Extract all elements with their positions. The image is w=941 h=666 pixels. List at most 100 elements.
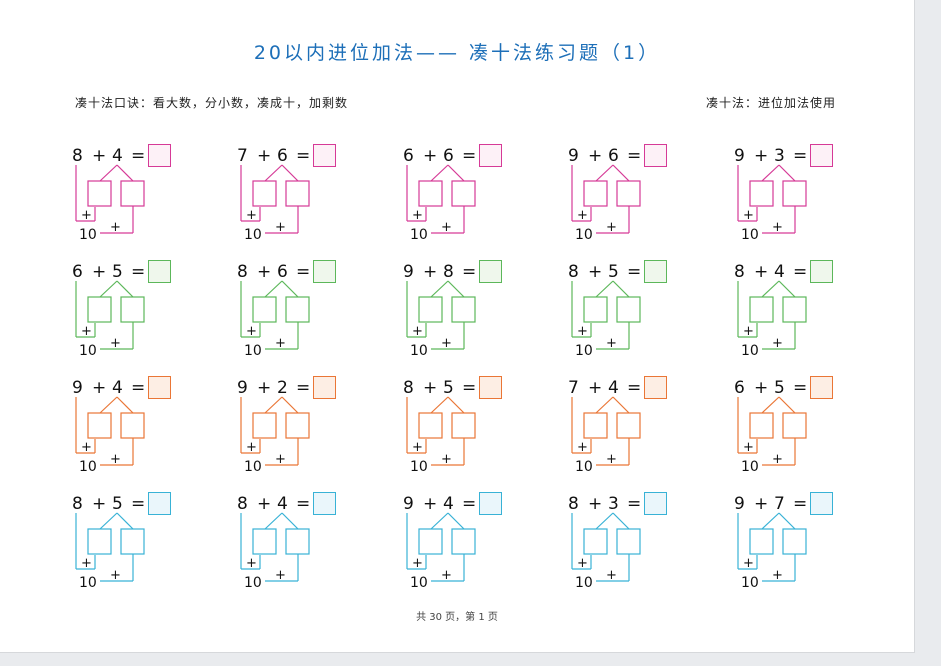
- first-addend: 8: [568, 494, 579, 514]
- first-addend: 6: [403, 146, 414, 166]
- equals-sign: =: [296, 378, 311, 398]
- first-addend: 9: [568, 146, 579, 166]
- equals-sign: =: [296, 494, 311, 514]
- plus-sign-small: +: [743, 556, 754, 571]
- answer-box[interactable]: [479, 260, 502, 283]
- answer-box[interactable]: [810, 376, 833, 399]
- first-addend: 9: [403, 262, 414, 282]
- plus-sign-small: +: [577, 208, 588, 223]
- plus-sign-small: +: [412, 324, 423, 339]
- split-box-left: [583, 296, 608, 323]
- answer-box[interactable]: [148, 492, 171, 515]
- split-box-left: [418, 180, 443, 207]
- decomposition-diagram: [240, 280, 310, 350]
- plus-sign: +: [423, 146, 438, 166]
- plus-sign: +: [92, 146, 107, 166]
- equals-sign: =: [296, 262, 311, 282]
- answer-box[interactable]: [479, 144, 502, 167]
- answer-box[interactable]: [313, 144, 336, 167]
- split-box-left: [418, 296, 443, 323]
- second-addend: 3: [608, 494, 619, 514]
- ten-label: 10: [79, 343, 97, 359]
- ten-label: 10: [244, 575, 262, 591]
- equals-sign: =: [627, 262, 642, 282]
- plus-sign-small: +: [246, 440, 257, 455]
- decomposition-diagram: [571, 512, 641, 582]
- ten-label: 10: [79, 575, 97, 591]
- split-box-right: [616, 180, 641, 207]
- plus-sign-small: +: [246, 324, 257, 339]
- answer-box[interactable]: [479, 376, 502, 399]
- answer-box[interactable]: [644, 492, 667, 515]
- answer-box[interactable]: [810, 144, 833, 167]
- first-addend: 6: [72, 262, 83, 282]
- plus-sign-small: +: [772, 452, 783, 467]
- plus-sign-small: +: [606, 220, 617, 235]
- first-addend: 7: [237, 146, 248, 166]
- problem-card: 9+4=++10: [403, 491, 533, 601]
- ten-label: 10: [410, 343, 428, 359]
- answer-box[interactable]: [313, 376, 336, 399]
- answer-box[interactable]: [148, 144, 171, 167]
- decomposition-diagram: [406, 396, 476, 466]
- equals-sign: =: [793, 146, 808, 166]
- problem-card: 8+5=++10: [568, 259, 698, 369]
- second-addend: 8: [443, 262, 454, 282]
- split-box-right: [120, 528, 145, 555]
- problem-card: 6+6=++10: [403, 143, 533, 253]
- equals-sign: =: [131, 262, 146, 282]
- plus-sign: +: [754, 146, 769, 166]
- answer-box[interactable]: [313, 492, 336, 515]
- problem-card: 9+4=++10: [72, 375, 202, 485]
- decomposition-diagram: [75, 280, 145, 350]
- first-addend: 9: [72, 378, 83, 398]
- plus-sign-small: +: [606, 336, 617, 351]
- equals-sign: =: [131, 378, 146, 398]
- first-addend: 8: [734, 262, 745, 282]
- answer-box[interactable]: [810, 492, 833, 515]
- first-addend: 6: [734, 378, 745, 398]
- plus-sign-small: +: [577, 440, 588, 455]
- plus-sign-small: +: [577, 556, 588, 571]
- problem-card: 7+6=++10: [237, 143, 367, 253]
- plus-sign-small: +: [743, 208, 754, 223]
- plus-sign: +: [588, 378, 603, 398]
- second-addend: 6: [277, 146, 288, 166]
- ten-label: 10: [244, 459, 262, 475]
- split-box-left: [252, 296, 277, 323]
- ten-label: 10: [244, 343, 262, 359]
- answer-box[interactable]: [479, 492, 502, 515]
- split-box-left: [418, 412, 443, 439]
- answer-box[interactable]: [644, 144, 667, 167]
- plus-sign-small: +: [110, 336, 121, 351]
- first-addend: 9: [237, 378, 248, 398]
- split-box-right: [285, 528, 310, 555]
- answer-box[interactable]: [148, 376, 171, 399]
- equals-sign: =: [462, 494, 477, 514]
- ten-label: 10: [244, 227, 262, 243]
- plus-sign-small: +: [441, 336, 452, 351]
- split-box-right: [285, 412, 310, 439]
- decomposition-diagram: [240, 396, 310, 466]
- answer-box[interactable]: [644, 376, 667, 399]
- ten-label: 10: [575, 575, 593, 591]
- equals-sign: =: [462, 378, 477, 398]
- mnemonic-text: 凑十法口诀：看大数，分小数，凑成十，加剩数: [75, 96, 349, 110]
- answer-box[interactable]: [313, 260, 336, 283]
- split-box-left: [87, 412, 112, 439]
- ten-label: 10: [575, 459, 593, 475]
- answer-box[interactable]: [810, 260, 833, 283]
- decomposition-diagram: [75, 396, 145, 466]
- answer-box[interactable]: [644, 260, 667, 283]
- plus-sign: +: [754, 262, 769, 282]
- split-box-left: [87, 180, 112, 207]
- split-box-right: [285, 296, 310, 323]
- ten-label: 10: [410, 575, 428, 591]
- page-footer: 共 30 页，第 1 页: [416, 612, 498, 623]
- plus-sign: +: [423, 378, 438, 398]
- problem-card: 6+5=++10: [72, 259, 202, 369]
- second-addend: 4: [277, 494, 288, 514]
- plus-sign-small: +: [275, 336, 286, 351]
- answer-box[interactable]: [148, 260, 171, 283]
- plus-sign-small: +: [606, 452, 617, 467]
